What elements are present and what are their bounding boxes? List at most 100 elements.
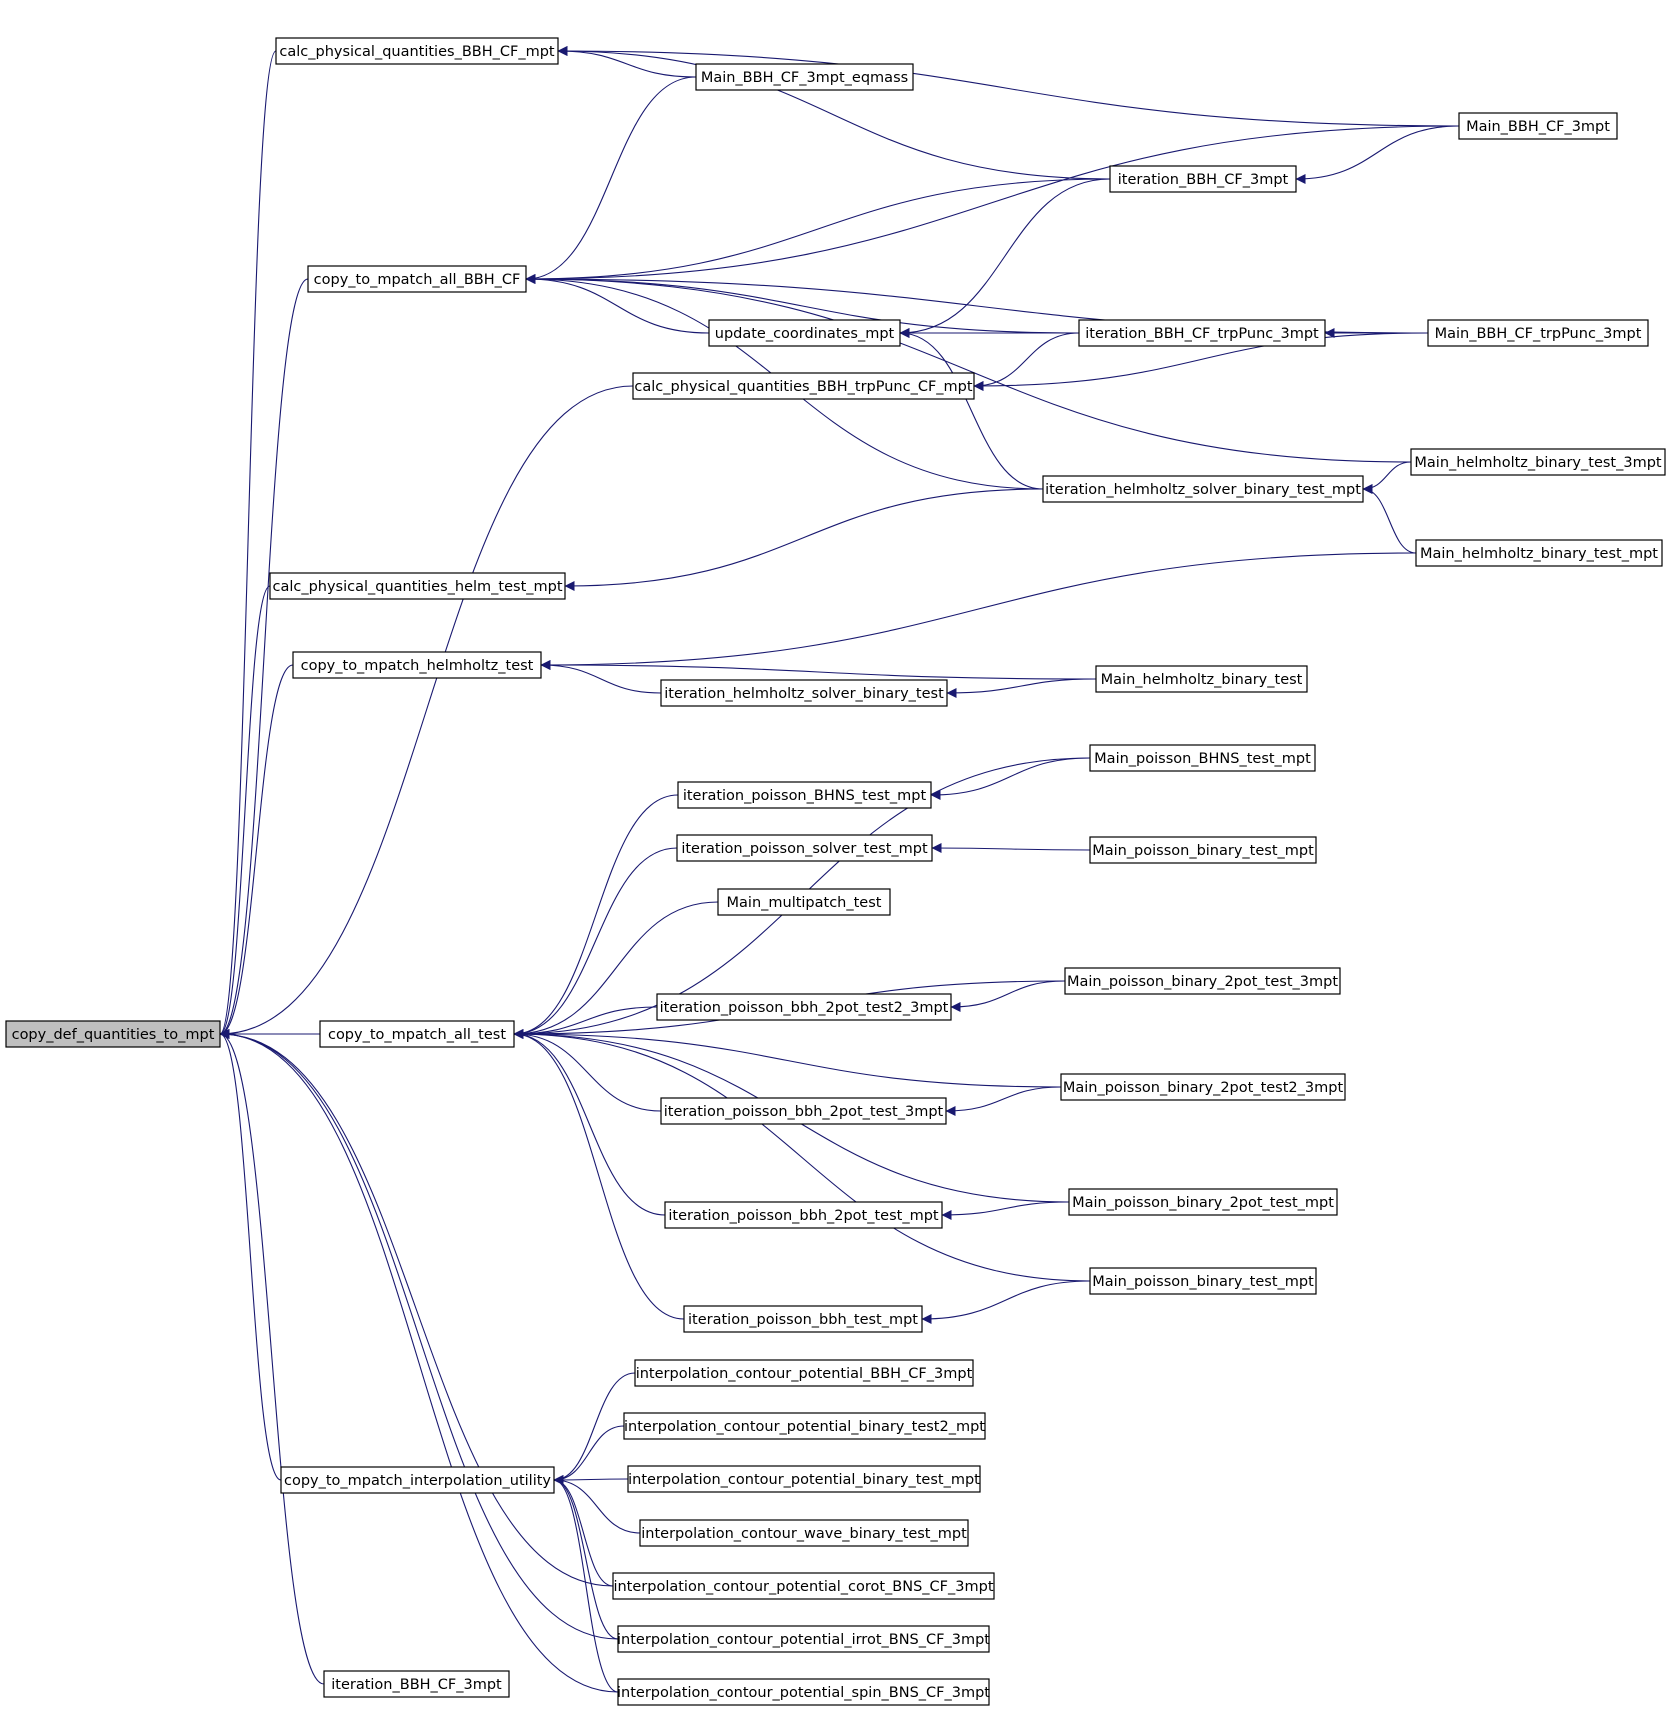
node-label: iteration_poisson_BHNS_test_mpt [683,788,927,804]
node-interp_bbh[interactable]: interpolation_contour_potential_BBH_CF_3… [634,1359,974,1387]
node-label: iteration_BBH_CF_trpPunc_3mpt [1085,326,1319,342]
node-box [639,1519,969,1547]
node-root[interactable]: copy_def_quantities_to_mpt [5,1020,221,1048]
node-main_multi[interactable]: Main_multipatch_test [717,888,891,916]
node-iter_solver[interactable]: iteration_poisson_solver_test_mpt [676,834,933,862]
edge-main_bbh-to-calc_bbh [557,46,1460,127]
node-label: Main_helmholtz_binary_test_3mpt [1414,455,1662,471]
node-copy_helm[interactable]: copy_to_mpatch_helmholtz_test [292,651,542,679]
node-box [612,1572,995,1600]
node-box [1427,319,1649,347]
node-copy_bbh[interactable]: copy_to_mpatch_all_BBH_CF [307,265,527,293]
node-box [1410,448,1666,476]
node-box [656,993,952,1021]
edge-iter_solver-to-copy_all [513,847,678,1039]
node-label: interpolation_contour_potential_spin_BNS… [617,1685,990,1701]
node-box [683,1305,923,1333]
node-iter_helm_mpt[interactable]: iteration_helmholtz_solver_binary_test_m… [1042,475,1364,503]
edge-update_coords-to-copy_bbh [525,274,710,334]
node-interp_spin[interactable]: interpolation_contour_potential_spin_BNS… [617,1678,990,1706]
node-main_2pot2[interactable]: Main_poisson_binary_2pot_test2_3mpt [1060,1073,1346,1101]
edge-calc_bbh-to-root [219,50,277,1039]
node-label: copy_to_mpatch_interpolation_utility [284,1473,551,1489]
node-label: Main_helmholtz_binary_test [1101,672,1303,688]
edge-main_multi-to-copy_all [513,901,719,1039]
edge-main_helm_mpt-to-copy_helm [540,552,1417,670]
node-box [1089,744,1316,772]
node-label: Main_poisson_BHNS_test_mpt [1094,751,1311,767]
node-main_helm_mpt[interactable]: Main_helmholtz_binary_test_mpt [1415,539,1663,567]
node-main_bhns[interactable]: Main_poisson_BHNS_test_mpt [1089,744,1316,772]
edge-copy_bbh-to-root [219,278,309,1039]
node-box [708,319,901,347]
node-main_helm3[interactable]: Main_helmholtz_binary_test_3mpt [1410,448,1666,476]
node-box [292,651,542,679]
node-interp_bin2[interactable]: interpolation_contour_potential_binary_t… [623,1412,986,1440]
node-main_bin_a[interactable]: Main_poisson_binary_test_mpt [1089,836,1317,864]
node-label: Main_BBH_CF_3mpt [1466,119,1610,135]
node-main_bin_b[interactable]: Main_poisson_binary_test_mpt [1089,1267,1317,1295]
edge-main_helm_bin-to-iter_helm_bin [946,678,1097,698]
node-box [617,1625,990,1653]
node-calc_helm[interactable]: calc_physical_quantities_helm_test_mpt [269,572,566,600]
node-iter_2pot2[interactable]: iteration_poisson_bbh_2pot_test2_3mpt [656,993,952,1021]
edge-main_2pot2-to-iter_2pot3 [945,1086,1062,1116]
node-main_trp[interactable]: Main_BBH_CF_trpPunc_3mpt [1427,319,1649,347]
node-interp_wave[interactable]: interpolation_contour_wave_binary_test_m… [639,1519,969,1547]
node-main_2pot3[interactable]: Main_poisson_binary_2pot_test_3mpt [1064,967,1341,995]
node-box [5,1020,221,1048]
node-calc_trp[interactable]: calc_physical_quantities_BBH_trpPunc_CF_… [632,372,975,400]
node-label: calc_physical_quantities_helm_test_mpt [272,579,562,595]
node-label: Main_poisson_binary_2pot_test2_3mpt [1063,1080,1344,1096]
node-update_coords[interactable]: update_coordinates_mpt [708,319,901,347]
edge-main_helm_bin-to-copy_helm [540,660,1097,680]
node-box [1089,1267,1317,1295]
node-calc_bbh[interactable]: calc_physical_quantities_BBH_CF_mpt [275,37,559,65]
node-interp_corot[interactable]: interpolation_contour_potential_corot_BN… [612,1572,995,1600]
node-iter_2pot3[interactable]: iteration_poisson_bbh_2pot_test_3mpt [660,1097,947,1125]
node-main_2pot[interactable]: Main_poisson_binary_2pot_test_mpt [1068,1188,1338,1216]
node-iter_trp[interactable]: iteration_BBH_CF_trpPunc_3mpt [1078,319,1326,347]
node-label: Main_poisson_binary_2pot_test_3mpt [1067,974,1338,990]
node-label: iteration_poisson_solver_test_mpt [681,841,928,857]
edge-main_helm3-to-copy_bbh [525,274,1412,463]
node-label: iteration_poisson_bbh_2pot_test_3mpt [664,1104,944,1120]
edge-copy_helm-to-root [219,664,294,1039]
node-label: interpolation_contour_potential_binary_t… [624,1419,985,1435]
edge-main_2pot2-to-copy_all [513,1029,1062,1088]
node-box [1078,319,1326,347]
node-box [275,37,559,65]
node-label: iteration_helmholtz_solver_binary_test [664,686,944,702]
node-box [617,1678,990,1706]
node-interp_bin[interactable]: interpolation_contour_potential_binary_t… [627,1465,981,1493]
node-box [1089,836,1317,864]
node-iter_2pot[interactable]: iteration_poisson_bbh_2pot_test_mpt [664,1201,943,1229]
node-copy_all[interactable]: copy_to_mpatch_all_test [319,1020,515,1048]
node-box [634,1359,974,1387]
node-main_helm_bin[interactable]: Main_helmholtz_binary_test [1095,665,1308,693]
edge-main_bin_a-to-iter_solver [931,843,1091,854]
node-label: iteration_poisson_bbh_2pot_test_mpt [668,1208,939,1224]
node-copy_interp[interactable]: copy_to_mpatch_interpolation_utility [280,1466,555,1494]
node-label: interpolation_contour_potential_corot_BN… [613,1579,993,1595]
node-iter_bbh_test[interactable]: iteration_poisson_bbh_test_mpt [683,1305,923,1333]
node-label: Main_poisson_binary_test_mpt [1092,1274,1314,1290]
node-box [1060,1073,1346,1101]
edge-main_bbh_eq-to-calc_bbh [557,46,697,78]
node-interp_irrot[interactable]: interpolation_contour_potential_irrot_BN… [617,1625,990,1653]
node-label: interpolation_contour_wave_binary_test_m… [641,1526,967,1542]
node-box [1068,1188,1338,1216]
edge-iter_2pot2-to-copy_all [513,1006,658,1039]
node-iter_bbh_bottom[interactable]: iteration_BBH_CF_3mpt [323,1670,510,1698]
node-main_bbh_eq[interactable]: Main_BBH_CF_3mpt_eqmass [695,63,914,91]
node-iter_bbh_top[interactable]: iteration_BBH_CF_3mpt [1109,165,1297,193]
node-iter_bhns[interactable]: iteration_poisson_BHNS_test_mpt [677,781,932,809]
node-main_bbh[interactable]: Main_BBH_CF_3mpt [1458,112,1618,140]
edges-layer [219,46,1460,1693]
edge-iter_bbh_bottom-to-root [219,1029,325,1685]
node-box [660,679,948,707]
nodes-layer: copy_def_quantities_to_mpt calc_physical_… [5,37,1666,1706]
node-label: Main_poisson_binary_2pot_test_mpt [1072,1195,1334,1211]
node-iter_helm_bin[interactable]: iteration_helmholtz_solver_binary_test [660,679,948,707]
